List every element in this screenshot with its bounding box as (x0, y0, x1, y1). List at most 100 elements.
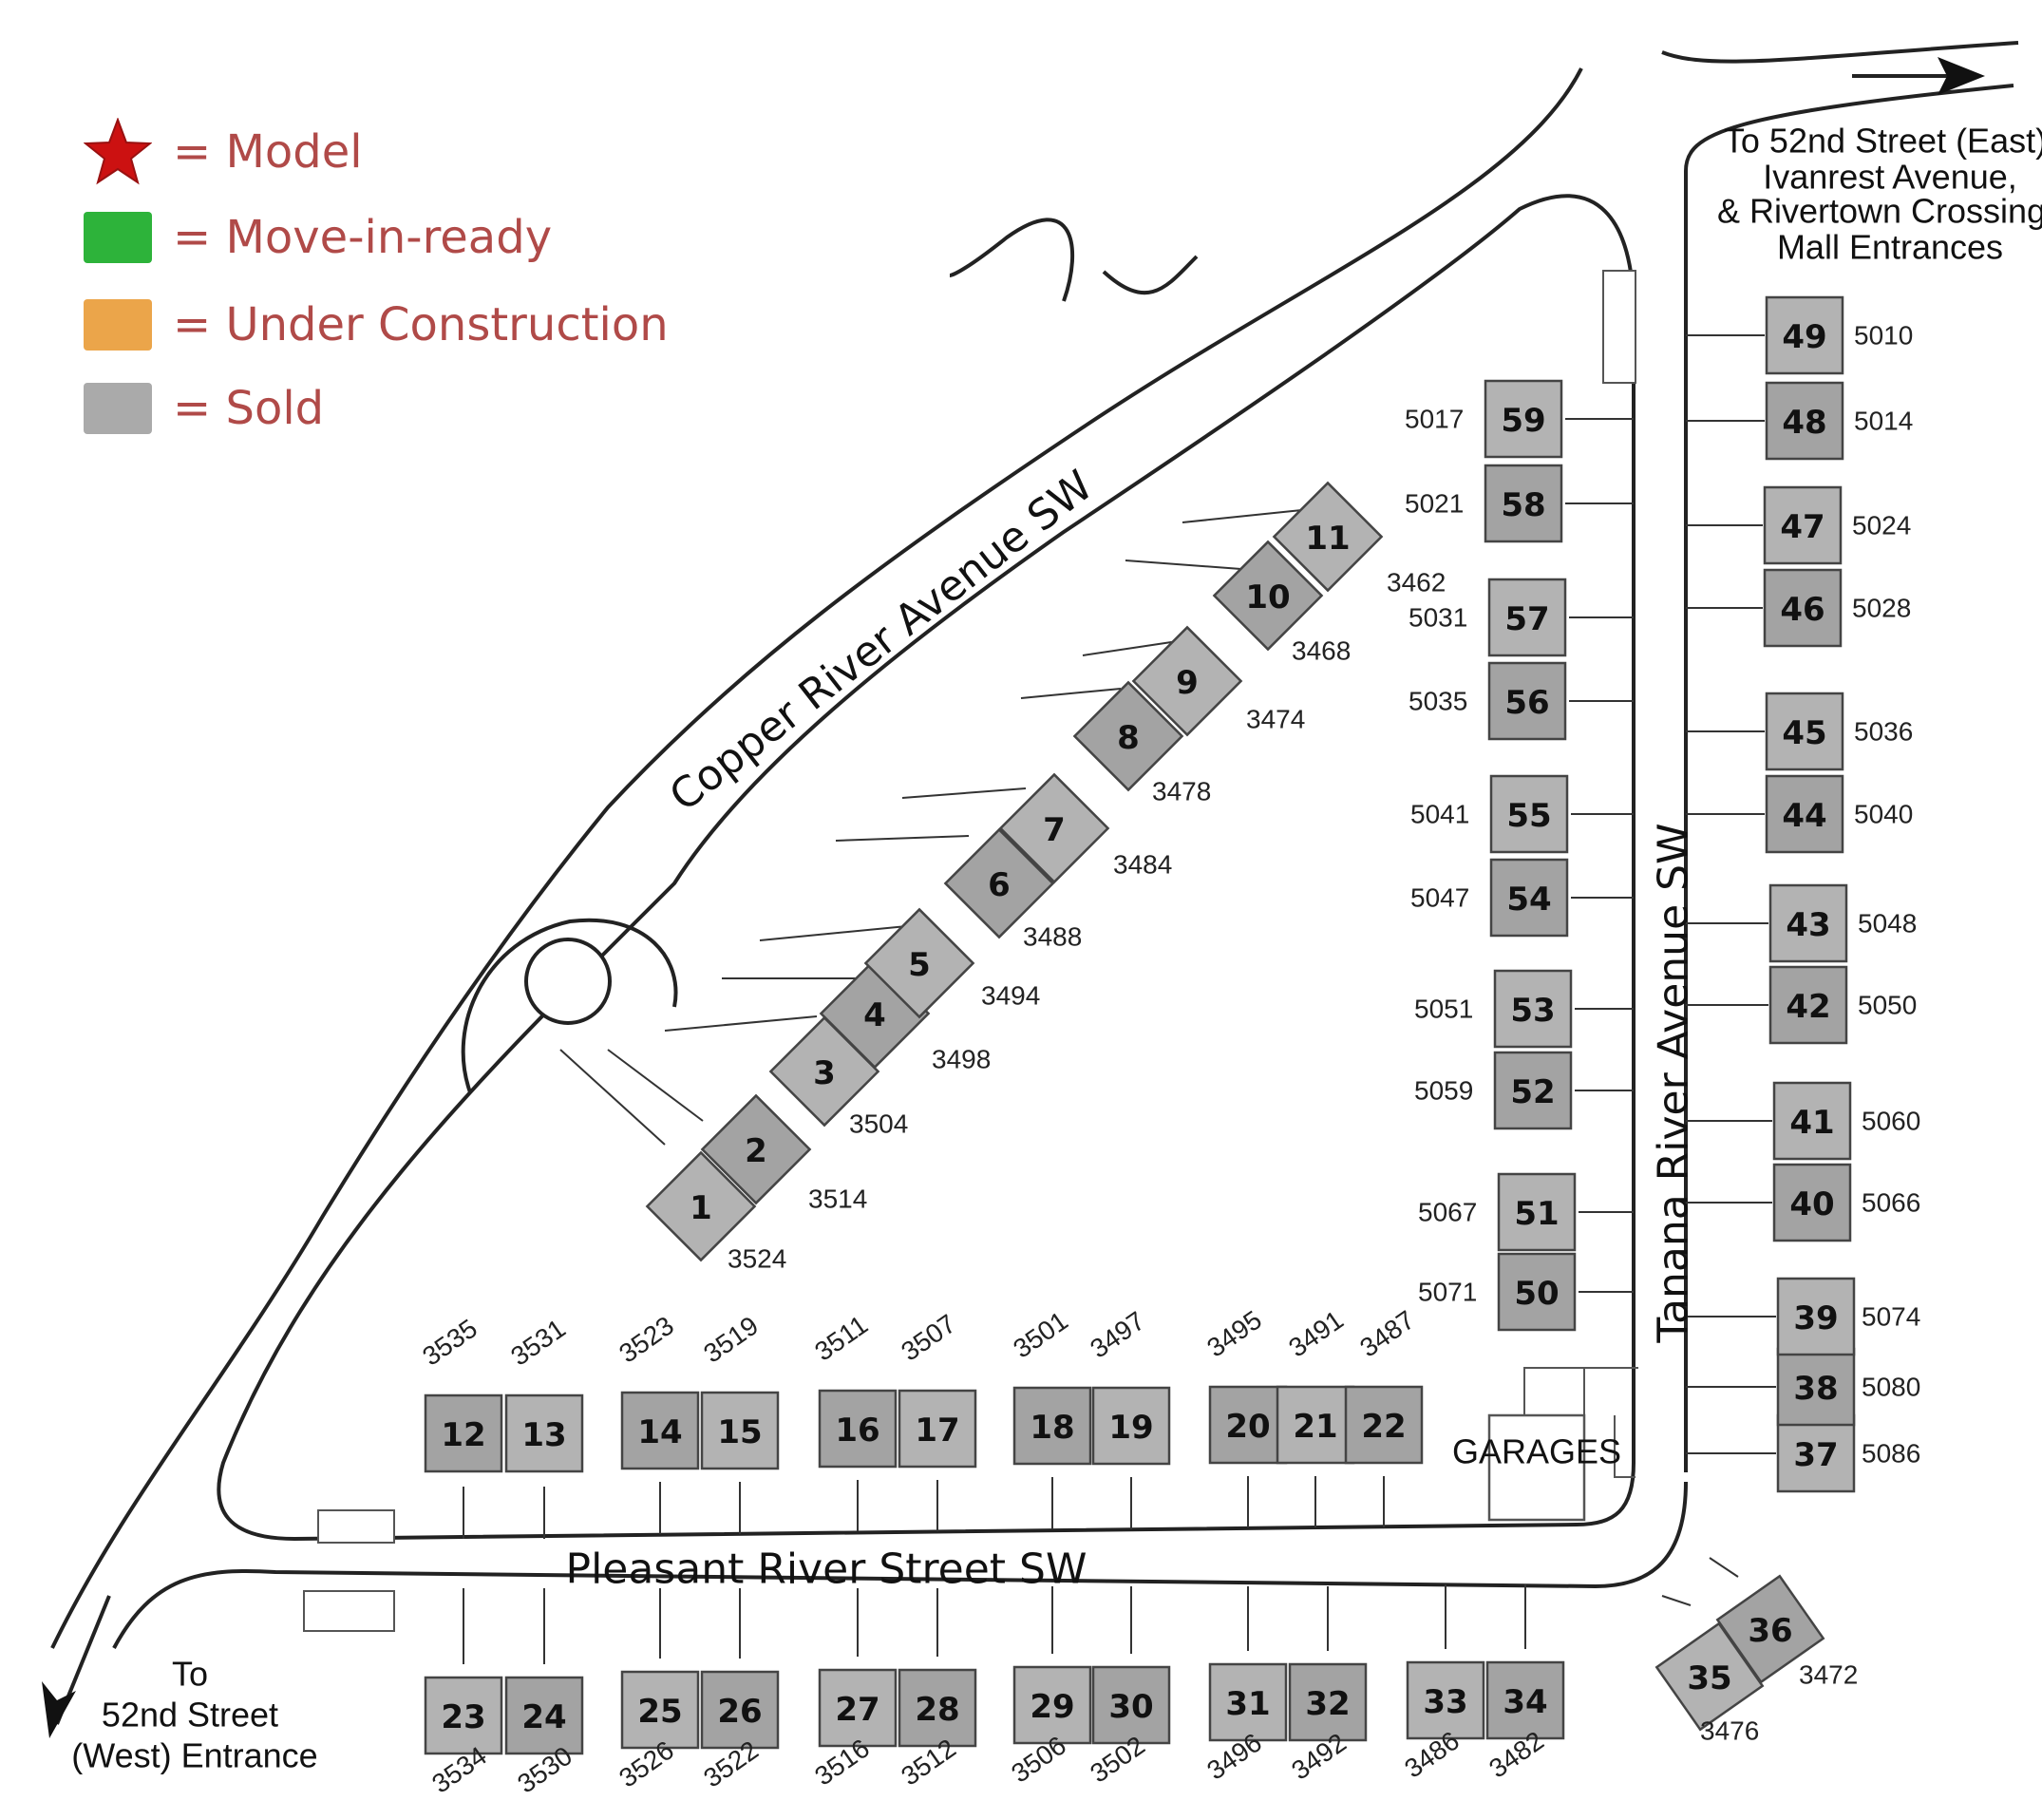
driveway-line (559, 1049, 666, 1146)
lot-31[interactable]: 31 (1208, 1662, 1288, 1742)
lot-51[interactable]: 51 (1497, 1172, 1577, 1252)
lot-16[interactable]: 16 (818, 1389, 898, 1469)
lot-27[interactable]: 27 (818, 1668, 898, 1748)
lot-13[interactable]: 13 (504, 1393, 584, 1473)
lot-number: 17 (915, 1412, 959, 1450)
lot-52[interactable]: 52 (1493, 1051, 1573, 1130)
lot-shape (1487, 661, 1567, 741)
lot-6[interactable]: 6 (943, 827, 1055, 939)
lot-32[interactable]: 32 (1288, 1662, 1368, 1742)
lot-shape (1768, 965, 1848, 1045)
lot-41[interactable]: 41 (1772, 1081, 1852, 1161)
lot-1[interactable]: 1 (645, 1150, 757, 1262)
legend-label-sold: = Sold (173, 382, 325, 435)
lot-address: 5014 (1854, 407, 1913, 436)
lot-57[interactable]: 57 (1487, 578, 1567, 657)
lot-45[interactable]: 45 (1765, 692, 1844, 771)
lot-shape (1072, 680, 1184, 792)
lot-number: 19 (1108, 1409, 1153, 1447)
lot-22[interactable]: 22 (1344, 1385, 1424, 1465)
lot-24[interactable]: 24 (504, 1676, 584, 1755)
lot-number: 47 (1780, 508, 1825, 546)
lot-39[interactable]: 39 (1776, 1277, 1856, 1356)
lot-address: 5041 (1410, 800, 1469, 829)
lot-number: 23 (441, 1698, 485, 1736)
lot-29[interactable]: 29 (1012, 1665, 1092, 1745)
lot-shape (504, 1676, 584, 1755)
utility-box-sw (317, 1509, 395, 1544)
lot-shape (1091, 1386, 1171, 1466)
lot-28[interactable]: 28 (898, 1668, 977, 1748)
lot-35[interactable]: 35 (1654, 1621, 1765, 1732)
lot-address: 3524 (728, 1244, 786, 1274)
lot-56[interactable]: 56 (1487, 661, 1567, 741)
lot-number: 21 (1293, 1408, 1337, 1446)
lot-58[interactable]: 58 (1484, 464, 1563, 543)
lot-5[interactable]: 5 (863, 907, 975, 1019)
garages-label: GARAGES (1452, 1432, 1621, 1471)
lot-shape (998, 772, 1110, 884)
lot-address: 3476 (1700, 1716, 1759, 1746)
lot-shape (1493, 1051, 1573, 1130)
lot-15[interactable]: 15 (700, 1391, 780, 1470)
lot-40[interactable]: 40 (1772, 1163, 1852, 1242)
lot-19[interactable]: 19 (1091, 1386, 1171, 1466)
lot-49[interactable]: 49 (1765, 295, 1844, 375)
lot-shape (1487, 578, 1567, 657)
lot-47[interactable]: 47 (1763, 485, 1843, 565)
lot-number: 36 (1748, 1612, 1792, 1650)
lot-address: 5060 (1862, 1107, 1920, 1136)
lot-55[interactable]: 55 (1489, 774, 1569, 854)
lot-53[interactable]: 53 (1493, 969, 1573, 1049)
road-outer-south-edge (112, 1481, 1688, 1649)
lot-48[interactable]: 48 (1765, 381, 1844, 461)
lot-30[interactable]: 30 (1091, 1665, 1171, 1745)
lot-38[interactable]: 38 (1776, 1347, 1856, 1427)
driveway-line (759, 925, 908, 941)
lot-address: 5059 (1414, 1076, 1473, 1106)
lot-23[interactable]: 23 (424, 1676, 503, 1755)
lot-42[interactable]: 42 (1768, 965, 1848, 1045)
lot-shape (863, 907, 975, 1019)
lot-17[interactable]: 17 (898, 1389, 977, 1469)
lot-number: 26 (717, 1693, 762, 1731)
lot-8[interactable]: 8 (1072, 680, 1184, 792)
lot-20[interactable]: 20 (1208, 1385, 1288, 1465)
lot-7[interactable]: 7 (998, 772, 1110, 884)
lot-26[interactable]: 26 (700, 1670, 780, 1750)
road-copper-spur (1102, 255, 1199, 295)
lot-50[interactable]: 50 (1497, 1252, 1577, 1332)
west-note-line-3: (West) Entrance (71, 1736, 317, 1775)
lot-shape (1765, 381, 1844, 461)
lot-36[interactable]: 36 (1715, 1574, 1825, 1684)
lot-54[interactable]: 54 (1489, 858, 1569, 938)
lot-18[interactable]: 18 (1012, 1386, 1092, 1466)
lot-address: 5010 (1854, 321, 1913, 351)
lot-2[interactable]: 2 (700, 1093, 812, 1205)
lot-shape (1715, 1574, 1825, 1684)
lot-44[interactable]: 44 (1765, 774, 1844, 854)
lot-shape (504, 1393, 584, 1473)
lot-33[interactable]: 33 (1406, 1660, 1485, 1740)
lot-25[interactable]: 25 (620, 1670, 700, 1750)
lot-address: 3472 (1799, 1660, 1858, 1690)
lot-10[interactable]: 10 (1212, 540, 1324, 652)
driveway-line (664, 1015, 818, 1032)
lot-11[interactable]: 11 (1272, 481, 1384, 593)
lot-number: 8 (1117, 719, 1140, 757)
lot-address: 3514 (808, 1185, 867, 1214)
lot-14[interactable]: 14 (620, 1391, 700, 1470)
lot-9[interactable]: 9 (1131, 625, 1243, 737)
lot-21[interactable]: 21 (1276, 1385, 1355, 1465)
lot-59[interactable]: 59 (1484, 379, 1563, 459)
lot-46[interactable]: 46 (1763, 568, 1843, 648)
roads (42, 41, 2019, 1738)
lot-37[interactable]: 37 (1776, 1413, 1856, 1493)
lot-address: 5080 (1862, 1373, 1920, 1402)
lot-12[interactable]: 12 (424, 1393, 503, 1473)
lot-number: 12 (441, 1416, 485, 1454)
east-note-line-1: To 52nd Street (East), (1724, 122, 2042, 161)
lot-number: 59 (1501, 402, 1545, 440)
lot-43[interactable]: 43 (1768, 883, 1848, 963)
lot-34[interactable]: 34 (1485, 1660, 1565, 1740)
